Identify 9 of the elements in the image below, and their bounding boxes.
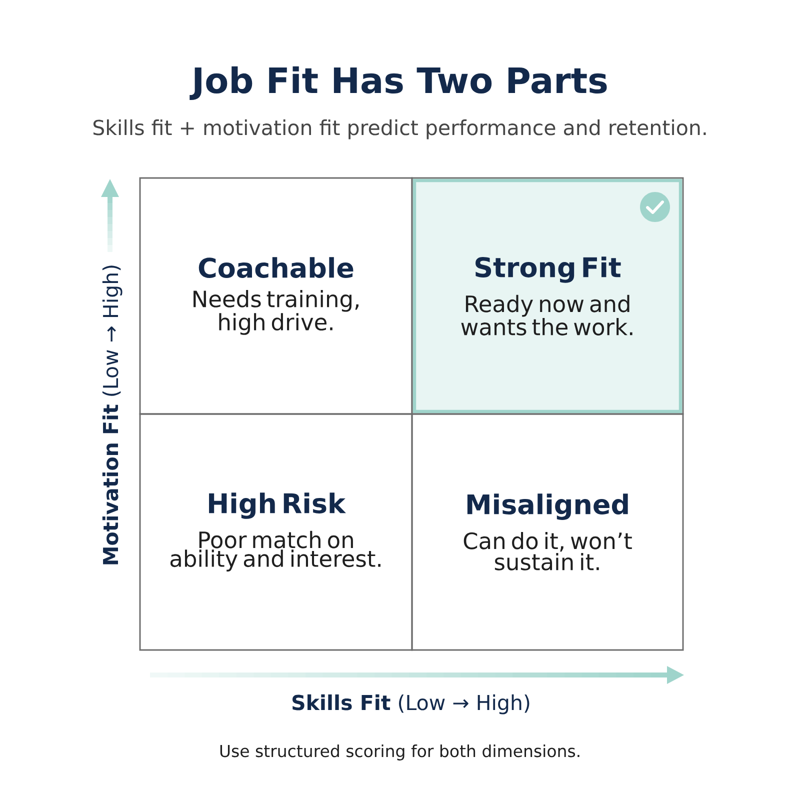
quadrant-box: High Risk Poor match on ability and interest. xyxy=(139,413,413,651)
title: Job Fit Has Two Parts xyxy=(190,66,607,100)
quadrant-box: Coachable Needs training, high drive. xyxy=(139,177,413,415)
quadrant-box: Strong Fit Ready now and wants the work. xyxy=(411,177,684,415)
axis-label: Motivation Fit (Low → High) xyxy=(102,266,122,564)
axis-label: Skills Fit (Low → High) xyxy=(292,694,530,714)
quadrant-box: Misaligned Can do it, won’t sustain it. xyxy=(411,413,684,651)
subtitle: Skills fit + motivation fit predict performance and retention. xyxy=(93,119,706,140)
caption: Use structured scoring for both dimensions. xyxy=(220,744,580,760)
